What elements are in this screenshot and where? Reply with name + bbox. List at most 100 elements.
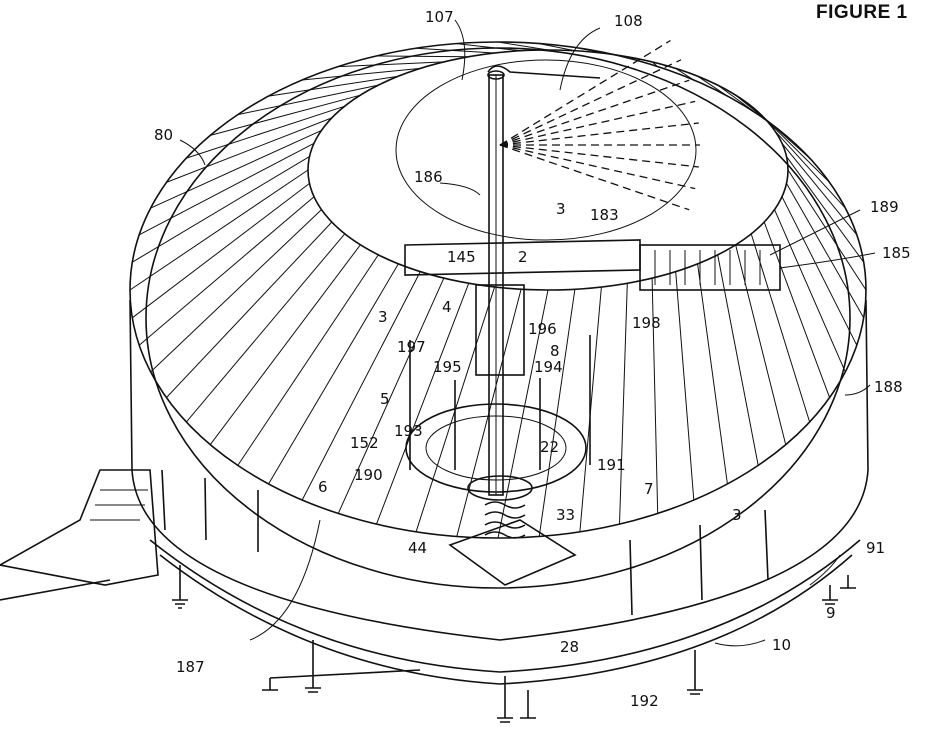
drawing-line xyxy=(150,209,322,373)
drawing-line xyxy=(717,254,759,466)
drawing-line xyxy=(302,67,421,81)
drawing-line xyxy=(699,524,703,601)
drawing-line xyxy=(186,105,345,159)
drawing-line xyxy=(735,244,787,445)
ref-label: 191 xyxy=(597,456,626,474)
drawing-line xyxy=(764,509,769,581)
ref-label: 7 xyxy=(644,480,654,498)
drawing-line xyxy=(209,244,361,445)
ref-label: 28 xyxy=(560,638,579,656)
drawing-line xyxy=(786,156,865,263)
drawing-line xyxy=(132,156,310,263)
drawing-line xyxy=(717,84,759,116)
drawing-line xyxy=(750,233,811,423)
drawing-line xyxy=(619,283,628,525)
drawing-line xyxy=(781,196,858,346)
ref-label: 80 xyxy=(154,126,173,144)
drawing-line xyxy=(456,43,522,52)
drawing-line xyxy=(268,263,399,485)
dome-ribs xyxy=(129,41,867,539)
ref-label: 8 xyxy=(550,342,560,360)
ref-label: 192 xyxy=(630,692,659,710)
ref-label: 193 xyxy=(394,422,423,440)
drawing-line xyxy=(629,539,633,616)
drawing-line xyxy=(497,41,549,51)
ref-label: 198 xyxy=(632,314,661,332)
drawing-line xyxy=(237,84,379,116)
drawing-line xyxy=(376,283,470,525)
ref-label: 152 xyxy=(350,434,379,452)
drawing-line xyxy=(166,117,332,183)
drawing-line xyxy=(161,469,166,531)
drawing-line xyxy=(138,196,315,346)
drawing-line xyxy=(750,105,810,159)
drawing-line xyxy=(675,271,695,501)
ref-label: 3 xyxy=(556,200,566,218)
ref-label: 197 xyxy=(397,338,426,356)
drawing-line xyxy=(697,75,728,97)
ref-label: 187 xyxy=(176,658,205,676)
drawing-line xyxy=(204,477,207,541)
drawing-line xyxy=(499,79,690,146)
drawing-line xyxy=(499,122,699,146)
drawing-line xyxy=(499,144,699,168)
drawing-line xyxy=(499,144,690,211)
ref-label: 183 xyxy=(590,206,619,224)
drawing-line xyxy=(499,144,696,190)
drawing-line xyxy=(579,47,602,54)
ref-label: 44 xyxy=(408,539,427,557)
ref-label: 188 xyxy=(874,378,903,396)
leader-lines xyxy=(179,19,876,647)
drawing-line xyxy=(301,271,421,501)
drawing-line xyxy=(210,94,361,136)
drawing-line xyxy=(774,130,846,209)
drawing-line xyxy=(619,55,628,58)
spoke-dashes xyxy=(499,39,700,211)
drawing-line xyxy=(237,254,379,466)
drawing-line xyxy=(497,289,549,539)
ref-label: 6 xyxy=(318,478,328,496)
drawing-line xyxy=(499,39,671,146)
ref-label: 194 xyxy=(534,358,563,376)
drawing-line xyxy=(651,278,659,514)
drawing-line xyxy=(735,94,787,136)
ref-label: 196 xyxy=(528,320,557,338)
figure-title: FIGURE 1 xyxy=(816,2,908,23)
drawing-line xyxy=(338,61,444,68)
ref-label: 2 xyxy=(518,248,528,266)
ref-label: 10 xyxy=(772,636,791,654)
ref-label: 3 xyxy=(378,308,388,326)
ref-label: 9 xyxy=(826,604,836,622)
railing xyxy=(161,469,769,616)
ref-label: 5 xyxy=(380,390,390,408)
drawing-line xyxy=(774,209,846,373)
ref-label: 189 xyxy=(870,198,899,216)
drawing-line xyxy=(781,142,858,236)
drawing-line xyxy=(763,221,831,398)
inner-cylinder xyxy=(405,335,591,501)
ref-label: 4 xyxy=(442,298,452,316)
central-mast xyxy=(475,65,601,496)
ref-label: 195 xyxy=(433,358,462,376)
drawing-line xyxy=(337,277,445,514)
drawing-line xyxy=(651,61,659,67)
drawing-line xyxy=(786,183,865,319)
drawing-line xyxy=(675,67,695,81)
drawing-line xyxy=(499,100,696,146)
drawing-line xyxy=(697,263,728,484)
drawing-line xyxy=(763,117,830,183)
drawing-line xyxy=(538,289,576,537)
drawing-line xyxy=(166,221,333,398)
ref-label: 107 xyxy=(425,8,454,26)
reference-labels: 107 108 80 186 3 183 189 185 145 2 4 3 1… xyxy=(154,8,911,710)
drawing-line xyxy=(131,183,310,319)
ref-label: 22 xyxy=(540,438,559,456)
entry-staircase xyxy=(0,469,159,601)
ref-label: 91 xyxy=(866,539,885,557)
drawing-line xyxy=(416,47,495,54)
ref-label: 108 xyxy=(614,12,643,30)
ref-label: 186 xyxy=(414,168,443,186)
ref-label: 3 xyxy=(732,506,742,524)
ref-label: 190 xyxy=(354,466,383,484)
